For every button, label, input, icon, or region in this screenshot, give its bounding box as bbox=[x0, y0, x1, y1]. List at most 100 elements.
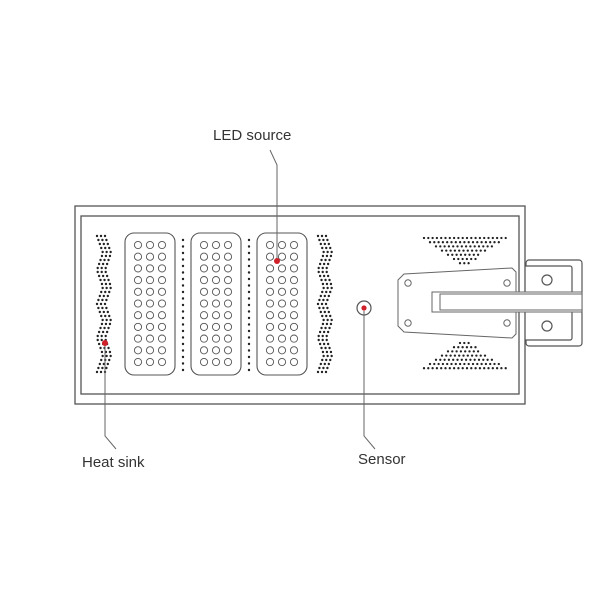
vent-dot bbox=[465, 257, 469, 261]
heat-sink-dot bbox=[329, 322, 333, 326]
vent-dot bbox=[477, 245, 481, 248]
heat-sink-dot bbox=[100, 358, 103, 362]
heat-sink-dot bbox=[108, 282, 112, 286]
heat-sink-dot bbox=[324, 278, 327, 282]
vent-dot bbox=[497, 241, 500, 244]
led-chip bbox=[265, 299, 275, 308]
led-chip bbox=[133, 264, 143, 273]
vent-dot bbox=[441, 362, 445, 366]
heat-sink-dot bbox=[325, 290, 328, 294]
vent-dot bbox=[465, 236, 469, 240]
led-chip bbox=[199, 264, 209, 273]
led-chip bbox=[277, 240, 287, 250]
led-chip bbox=[157, 346, 167, 355]
led-chip bbox=[199, 346, 209, 355]
separator-dot bbox=[181, 323, 185, 326]
vent-dot bbox=[446, 350, 450, 353]
heat-sink-dot bbox=[100, 334, 103, 338]
heat-sink-dot bbox=[327, 310, 331, 314]
separator-dot bbox=[247, 303, 251, 307]
vent-dot bbox=[478, 236, 482, 240]
heat-sink-dot bbox=[105, 238, 108, 242]
vent-dot bbox=[464, 358, 468, 361]
heat-sink-dot bbox=[102, 242, 106, 246]
vent-dot bbox=[434, 245, 438, 248]
vent-dot bbox=[451, 350, 454, 353]
vent-dot bbox=[440, 236, 443, 240]
heat-sink-dot bbox=[100, 266, 103, 270]
vent-dot bbox=[482, 358, 485, 361]
vent-dot bbox=[487, 367, 490, 370]
separator-dot bbox=[247, 238, 251, 242]
heat-sink-dot bbox=[318, 298, 321, 302]
heat-sink-dot bbox=[321, 314, 324, 318]
vent-dot bbox=[469, 245, 472, 248]
led-chip bbox=[145, 264, 155, 273]
heat-sink-dot bbox=[326, 298, 329, 302]
heat-sink-dot bbox=[96, 334, 99, 338]
heat-sink-dot bbox=[328, 278, 331, 282]
separator-dot bbox=[247, 271, 251, 274]
heat-sink-dot bbox=[328, 326, 331, 330]
heat-sink-dot bbox=[321, 266, 324, 270]
heat-sink-dot bbox=[329, 246, 332, 250]
led-chip bbox=[199, 334, 209, 343]
heat-sink-dot bbox=[103, 278, 106, 282]
heat-sink-dot bbox=[322, 298, 325, 302]
heat-sink-dot bbox=[325, 314, 328, 318]
vent-dot bbox=[458, 341, 462, 345]
heat-sink-dot bbox=[102, 294, 106, 298]
separator-dot bbox=[247, 316, 251, 320]
heat-sink-dot bbox=[100, 270, 103, 274]
separator-dot bbox=[181, 238, 185, 242]
heat-sink-dot bbox=[329, 350, 333, 354]
led-chip bbox=[211, 287, 221, 296]
led-chip bbox=[145, 334, 155, 343]
separator-dot bbox=[247, 297, 251, 300]
heat-sink-dot bbox=[97, 262, 101, 266]
led-chip bbox=[289, 334, 299, 343]
heat-sink-dot bbox=[109, 250, 112, 254]
vent-dot bbox=[462, 249, 465, 252]
vent-dot bbox=[448, 236, 451, 240]
separator-dot bbox=[247, 342, 251, 346]
heat-sink-dot bbox=[102, 310, 106, 314]
heat-sink-dot bbox=[322, 262, 326, 266]
vent-dot bbox=[493, 241, 496, 244]
led-chip bbox=[265, 287, 275, 296]
heat-sink-dot bbox=[98, 242, 102, 246]
heat-sink-dot bbox=[101, 274, 105, 278]
led-chip bbox=[289, 299, 299, 308]
vent-dot bbox=[461, 367, 464, 370]
vent-dot bbox=[428, 362, 432, 366]
heat-sink-dot bbox=[104, 282, 108, 286]
vent-dot bbox=[465, 346, 469, 349]
heat-sink-dot bbox=[318, 306, 321, 310]
vent-dot bbox=[437, 362, 440, 366]
vent-dot bbox=[474, 367, 477, 370]
vent-dot bbox=[490, 358, 494, 361]
led-chip bbox=[223, 264, 233, 273]
heat-sink-dot bbox=[322, 250, 325, 254]
heat-sink-dot bbox=[109, 354, 112, 358]
vent-dot bbox=[473, 245, 476, 248]
vent-dot bbox=[463, 241, 466, 244]
vent-dot bbox=[450, 241, 453, 244]
vent-dot bbox=[487, 236, 490, 240]
led-chip bbox=[133, 322, 143, 331]
vent-dot bbox=[458, 354, 461, 357]
heat-sink-dot bbox=[101, 330, 105, 334]
heat-sink-dot bbox=[100, 246, 103, 250]
led-chip bbox=[133, 240, 143, 250]
vent-dot bbox=[437, 241, 440, 244]
vent-dot bbox=[479, 354, 482, 357]
heat-sink-dot bbox=[321, 338, 324, 342]
vent-dot bbox=[484, 241, 488, 244]
vent-dot bbox=[453, 249, 457, 252]
heat-sink-marker bbox=[102, 340, 108, 346]
heat-sink-dot bbox=[324, 234, 328, 238]
heat-sink-dot bbox=[321, 358, 324, 362]
led-chip bbox=[223, 276, 233, 285]
vent-dot bbox=[431, 236, 434, 240]
heat-sink-dot bbox=[99, 234, 103, 238]
